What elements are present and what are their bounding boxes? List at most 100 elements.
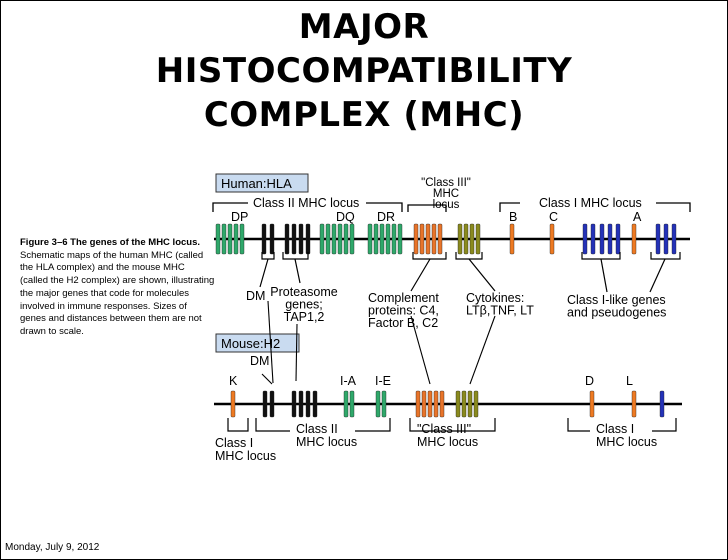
gene-bar [233, 223, 239, 255]
gene-bar [343, 223, 349, 255]
gene-bar [421, 390, 427, 418]
human-gene-label: B [509, 210, 517, 224]
gene-bar [305, 390, 311, 418]
human-gene-label: DP [231, 210, 248, 224]
gene-bar [349, 223, 355, 255]
gene-bar [671, 223, 677, 255]
gene-bar [419, 223, 425, 255]
gene-bar [291, 223, 297, 255]
gene-bar [298, 390, 304, 418]
gene-bar [385, 223, 391, 255]
gene-bar [461, 390, 467, 418]
human-gene-label: DR [377, 210, 395, 224]
gene-bar [439, 390, 445, 418]
gene-bar [473, 390, 479, 418]
gene-bar [582, 223, 588, 255]
gene-bar [663, 223, 669, 255]
human-gene-label: A [633, 210, 642, 224]
human-dm-label: DM [246, 289, 265, 303]
gene-bar [655, 223, 661, 255]
gene-bar [463, 223, 469, 255]
gene-bar [227, 223, 233, 255]
mouse-gene-label: D [585, 374, 594, 388]
gene-bar [305, 223, 311, 255]
human-class2-locus-label: Class II MHC locus [253, 196, 359, 210]
caption-label: Figure 3–6 The genes of the MHC locus. [20, 237, 201, 248]
mouse-locus-brackets [227, 418, 677, 432]
gene-bar [457, 223, 463, 255]
gene-bar [433, 390, 439, 418]
gene-bar [325, 223, 331, 255]
gene-bar [269, 390, 275, 418]
gene-bar [631, 390, 637, 418]
figure-caption: Figure 3–6 The genes of the MHC locus. S… [20, 237, 215, 339]
footer-date: Monday, July 9, 2012 [5, 542, 100, 553]
gene-bar [631, 223, 637, 255]
mouse-gene-label: I-E [375, 374, 391, 388]
title-line-3: COMPLEX (MHC) [203, 95, 525, 135]
gene-bar [437, 223, 443, 255]
gene-bar [659, 390, 665, 418]
gene-bar [379, 223, 385, 255]
mouse-class3-label: "Class III"MHC locus [417, 422, 478, 449]
gene-bar [291, 390, 297, 418]
human-locus-brackets [212, 202, 691, 212]
gene-bar [589, 390, 595, 418]
homology-connectors [267, 300, 496, 385]
gene-bar [349, 390, 355, 418]
human-class1-locus-label: Class I MHC locus [539, 196, 642, 210]
gene-bar [230, 390, 236, 418]
gene-bar [261, 223, 267, 255]
gene-bar [615, 223, 621, 255]
human-gene-label: DQ [336, 210, 355, 224]
gene-bar [215, 223, 221, 255]
gene-bar [319, 223, 325, 255]
mouse-dm-pointer [261, 373, 273, 385]
mouse-gene-label: I-A [340, 374, 357, 388]
gene-bar [427, 390, 433, 418]
gene-bar [607, 223, 613, 255]
mouse-h2-box [215, 333, 300, 353]
gene-bar [367, 223, 373, 255]
gene-bar [599, 223, 605, 255]
human-hla-box [215, 173, 309, 193]
gene-bar [221, 223, 227, 255]
gene-bar [262, 390, 268, 418]
gene-bar [467, 390, 473, 418]
gene-bar [469, 223, 475, 255]
gene-bar [431, 223, 437, 255]
human-annotation-leaders [259, 258, 666, 293]
gene-bar [331, 223, 337, 255]
human-genes [215, 223, 677, 255]
gene-bar [298, 223, 304, 255]
gene-bar [269, 223, 275, 255]
gene-bar [413, 223, 419, 255]
gene-bar [343, 390, 349, 418]
gene-bar [415, 390, 421, 418]
gene-bar [373, 223, 379, 255]
gene-bar [475, 223, 481, 255]
mouse-h2-label: Mouse:H2 [221, 336, 280, 351]
gene-bar [312, 390, 318, 418]
caption-text: Schematic maps of the human MHC (called … [20, 249, 215, 337]
gene-bar [284, 223, 290, 255]
gene-bar [381, 390, 387, 418]
gene-bar [337, 223, 343, 255]
human-hla-label: Human:HLA [221, 176, 292, 191]
mouse-gene-label: K [229, 374, 238, 388]
mouse-gene-label: DM [250, 354, 269, 368]
gene-bar [397, 223, 403, 255]
gene-bar [425, 223, 431, 255]
mouse-genes [230, 390, 665, 418]
title-line-2: HISTOCOMPATIBILITY [155, 51, 573, 91]
gene-bar [590, 223, 596, 255]
